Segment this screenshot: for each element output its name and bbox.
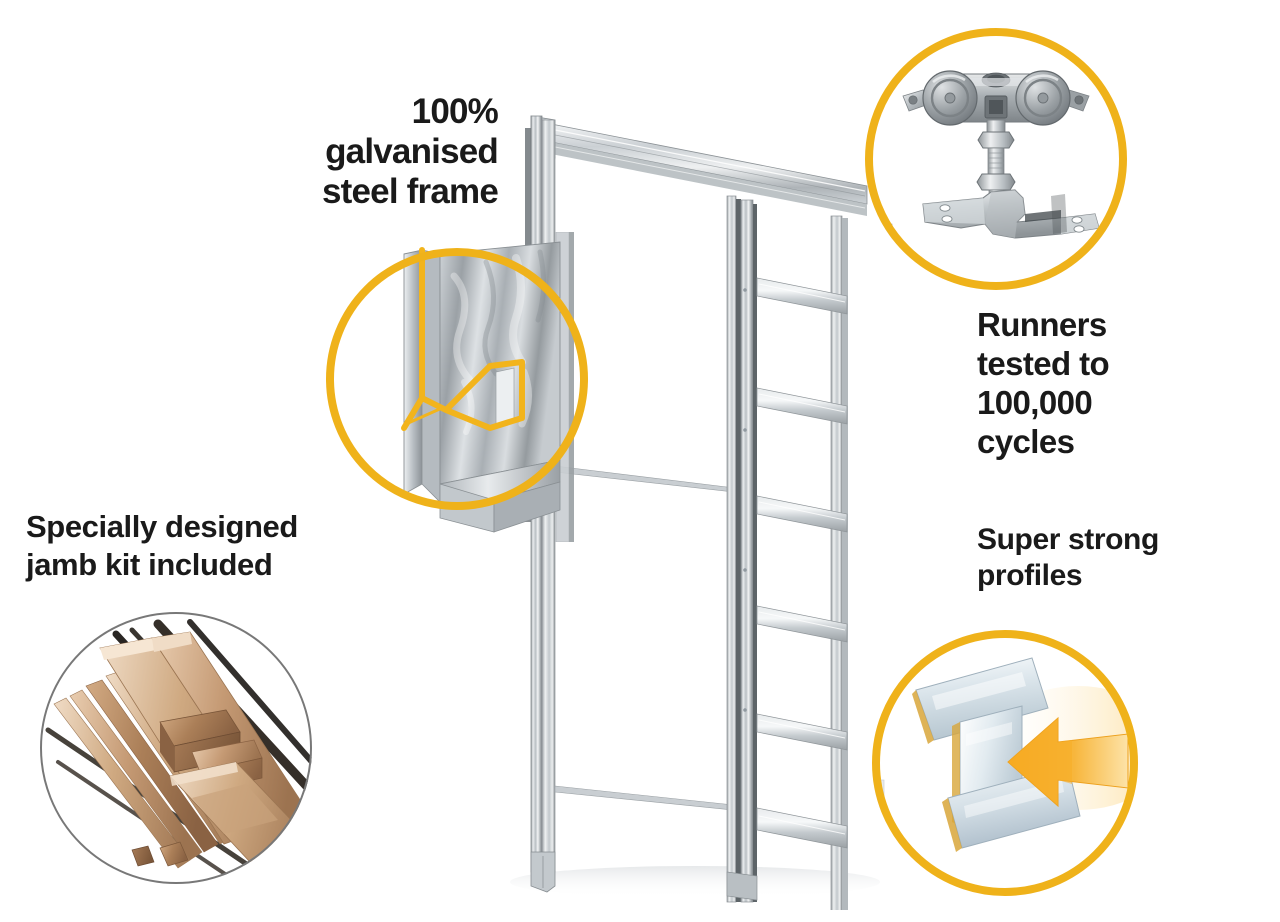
label-runners-tested-cycles: Runners tested to 100,000 cycles [977,306,1110,460]
strong-profile-callout [872,630,1138,896]
head-track [530,115,868,216]
label-galvanised-steel-frame: 100% galvanised steel frame [321,92,499,211]
cross-rails [756,277,848,849]
label-super-strong-profiles: Super strong profiles [977,523,1159,592]
mounting-bracket [922,189,1100,239]
jamb-kit-image [40,612,312,884]
bottom-sill [726,871,758,901]
cross-rail [756,713,848,751]
right-stud [830,215,848,910]
carriage-lug-left [902,89,930,112]
label-jamb-kit-included: Specially designed jamb kit included [26,509,298,582]
roller-wheel [922,70,978,126]
lower-brace [554,785,744,812]
long-jamb-board [169,761,312,863]
cross-rail [756,807,848,849]
strong-profile-image [872,630,1138,896]
galvanised-stud-profile [403,241,561,533]
roller-carriage [902,70,1090,126]
cross-rail [756,605,848,643]
jamb-kit-callout [40,612,312,884]
roller-wheel [1015,70,1071,126]
jamb-end-blocks [131,841,189,867]
runner-hardware-callout [865,28,1127,290]
galvanised-profile-callout [326,232,588,542]
galvanised-profile-image [326,232,588,542]
cross-rail [756,277,848,315]
cross-rail [756,495,848,533]
fold-highlight-tail [404,406,444,426]
pressure-arrow [1007,716,1129,808]
cross-rail [756,387,848,425]
runner-hardware-image [865,28,1127,290]
centre-split-stud [726,195,757,903]
floor-reflection [510,866,880,898]
